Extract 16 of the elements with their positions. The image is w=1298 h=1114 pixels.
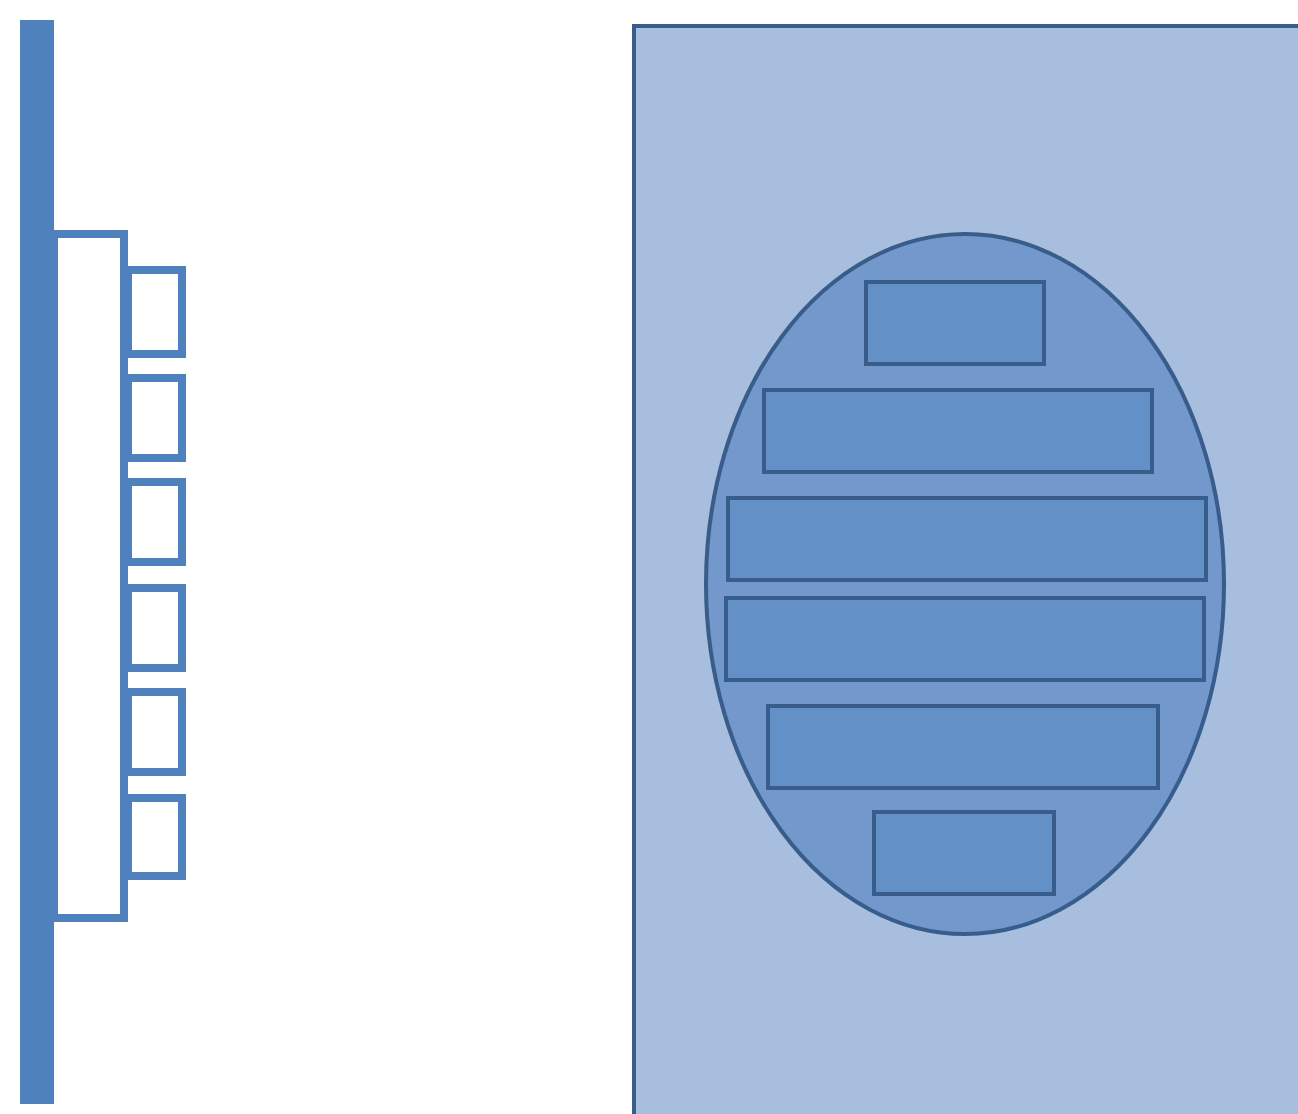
filled-rectangle	[762, 388, 1154, 474]
filled-rectangle	[766, 704, 1160, 790]
oval-shape	[704, 232, 1226, 936]
outline-rectangle	[50, 230, 128, 922]
outline-rectangle	[124, 688, 186, 776]
filled-rectangle	[864, 280, 1046, 366]
outline-rectangle	[124, 584, 186, 672]
outline-rectangle	[124, 478, 186, 566]
filled-rectangle	[872, 810, 1056, 896]
vertical-bar	[20, 20, 54, 1104]
outline-rectangle	[124, 374, 186, 462]
filled-rectangle	[724, 596, 1206, 682]
outline-rectangle	[124, 794, 186, 880]
outline-rectangle	[124, 266, 186, 358]
filled-rectangle	[726, 496, 1208, 582]
panel-rectangle	[632, 24, 1298, 1114]
